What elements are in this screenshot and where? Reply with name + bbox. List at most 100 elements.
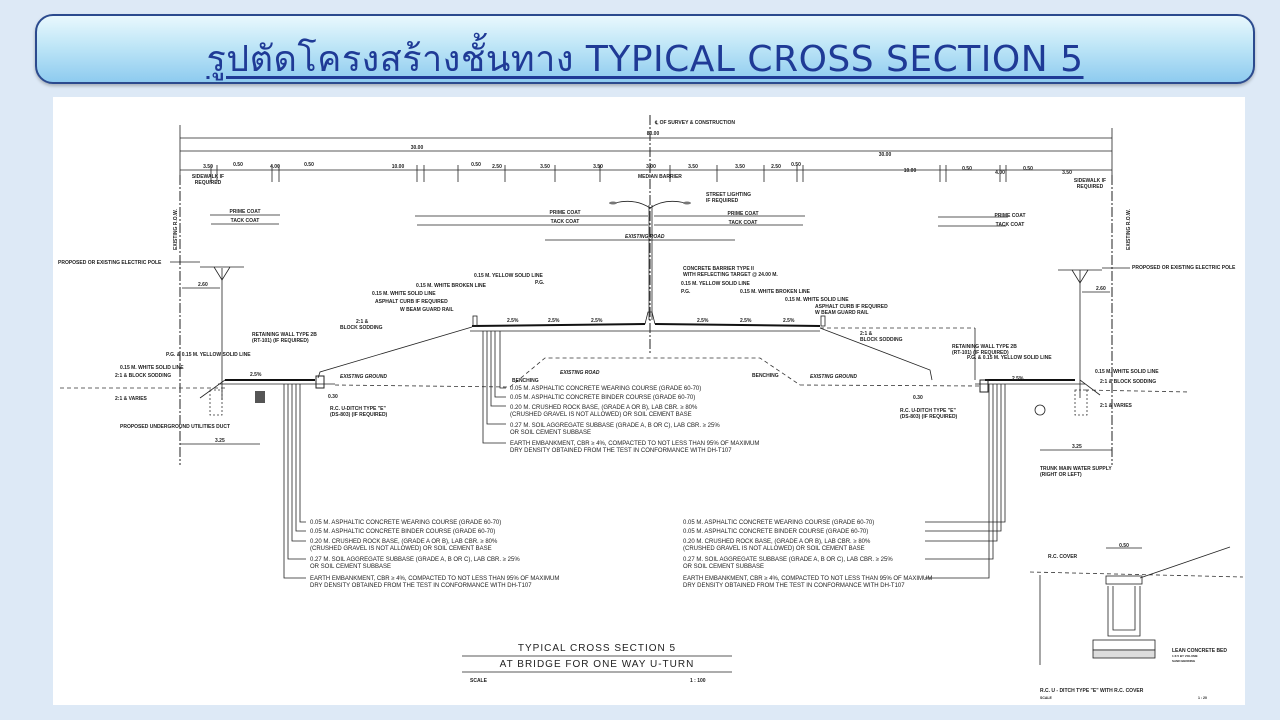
detail-scale-value: 1 : 20 [1198, 696, 1207, 700]
block-sodding-label: BLOCK SODDING [860, 337, 903, 343]
layer-label: DRY DENSITY OBTAINED FROM THE TEST IN CO… [510, 448, 732, 454]
white-solid-label: 0.15 M. WHITE SOLID LINE [120, 365, 184, 371]
layer-list-center: 0.05 M. ASPHALTIC CONCRETE WEARING COURS… [510, 386, 759, 454]
white-broken-label: 0.15 M. WHITE BROKEN LINE [416, 283, 487, 289]
tack-coat-label: TACK COAT [729, 220, 758, 226]
pg-yellow-label: P.G. & 0.15 M. YELLOW SOLID LINE [967, 355, 1052, 361]
segment-label: 3.50 [735, 164, 745, 170]
lean-concrete-label: LEAN CONCRETE BED [1172, 648, 1227, 654]
drawing-title-line1: TYPICAL CROSS SECTION 5 [518, 643, 676, 654]
street-lighting-label: STREET LIGHTING [706, 192, 751, 198]
pg-label: P.G. [535, 280, 545, 286]
asphalt-curb-label: ASPHALT CURB IF REQUIRED [815, 304, 888, 310]
layer-leaders [283, 331, 1006, 579]
layer-label: DRY DENSITY OBTAINED FROM THE TEST IN CO… [683, 583, 905, 589]
existing-road-label: EXISTING ROAD [625, 234, 665, 240]
detail-title: R.C. U - DITCH TYPE "E" WITH R.C. COVER [1040, 688, 1144, 694]
segment-label: 3.50 [688, 164, 698, 170]
layer-list-right: 0.05 M. ASPHALTIC CONCRETE WEARING COURS… [683, 520, 932, 589]
ditch-depth-label: 0.30 [913, 395, 923, 401]
layer-label: OR SOIL CEMENT SUBBASE [683, 564, 764, 570]
drawing-sheet [53, 97, 1245, 705]
layer-label: OR SOIL CEMENT SUBBASE [310, 564, 391, 570]
layer-label: 0.27 M. SOIL AGGREGATE SUBBASE (GRADE A,… [683, 557, 893, 563]
slope-label: 2.5% [740, 318, 752, 324]
electric-pole-label: PROPOSED OR EXISTING ELECTRIC POLE [58, 260, 162, 266]
layer-list-left: 0.05 M. ASPHALTIC CONCRETE WEARING COURS… [310, 520, 559, 589]
benching-label: BENCHING [752, 373, 779, 379]
slope-label: 2.5% [548, 318, 560, 324]
segment-label: 3.50 [540, 164, 550, 170]
layer-label: 0.05 M. ASPHALTIC CONCRETE BINDER COURSE… [683, 529, 868, 535]
offset-label: 3.25 [215, 438, 225, 444]
layer-label: (CRUSHED GRAVEL IS NOT ALLOWED) OR SOIL … [510, 412, 692, 418]
block-sodding-label: 2:1 & [356, 319, 369, 325]
layer-label: EARTH EMBANKMENT, CBR ≥ 4%, COMPACTED TO… [310, 576, 559, 582]
pg-yellow-label: P.G. & 0.15 M. YELLOW SOLID LINE [166, 352, 251, 358]
ditch-label: (DS-803) (IF REQUIRED) [900, 414, 958, 420]
water-supply-label: TRUNK MAIN WATER SUPPLY [1040, 466, 1112, 472]
layer-label: EARTH EMBANKMENT, CBR ≥ 4%, COMPACTED TO… [683, 576, 932, 582]
segment-label: 0.50 [233, 162, 243, 168]
tack-coat-label: TACK COAT [551, 219, 580, 225]
pole-offset-label: 2.60 [1096, 286, 1106, 292]
slide-title: รูปตัดโครงสร้างชั้นทาง TYPICAL CROSS SEC… [206, 39, 1084, 80]
retaining-wall-label: RETAINING WALL TYPE 2B [252, 332, 317, 338]
block-sodding-label: 2:1 & [860, 331, 873, 337]
segment-labels: 3.50 0.50 4.00 0.50 10.00 0.50 2.50 3.50… [203, 162, 1072, 176]
segment-label: 3.50 [593, 164, 603, 170]
segment-label: 0.50 [791, 162, 801, 168]
offset-label: 3.25 [1072, 444, 1082, 450]
yellow-solid-label: 0.15 M. YELLOW SOLID LINE [681, 281, 750, 287]
yellow-solid-label: 0.15 M. YELLOW SOLID LINE [474, 273, 543, 279]
existing-row-label: EXISTING R.O.W. [1126, 209, 1132, 250]
prime-coat-label: PRIME COAT [994, 213, 1025, 219]
white-solid-label: 0.15 M. WHITE SOLID LINE [372, 291, 436, 297]
concrete-barrier-label: WITH REFLECTING TARGET @ 24.00 M. [683, 272, 778, 278]
electric-pole-label: PROPOSED OR EXISTING ELECTRIC POLE [1132, 265, 1236, 271]
half-width-left: 30.00 [411, 145, 424, 151]
slope-label: 2.5% [783, 318, 795, 324]
layer-label: 0.20 M. CRUSHED ROCK BASE, (GRADE A OR B… [510, 405, 698, 411]
electric-pole-icon [200, 266, 244, 400]
sidewalk-label: REQUIRED [195, 180, 222, 186]
white-broken-label: 0.15 M. WHITE BROKEN LINE [740, 289, 811, 295]
layer-label: EARTH EMBANKMENT, CBR ≥ 4%, COMPACTED TO… [510, 441, 759, 447]
varies-label: 2:1 & VARIES [1100, 403, 1133, 409]
slope-label: 2.5% [250, 372, 262, 378]
slope-label: 2.5% [591, 318, 603, 324]
guard-rail-label: W BEAM GUARD RAIL [815, 310, 869, 316]
block-sodding-label: 2:1 & BLOCK SODDING [115, 373, 171, 379]
street-light-icon [609, 200, 691, 320]
asphalt-curb-label: ASPHALT CURB IF REQUIRED [375, 299, 448, 305]
white-solid-label: 0.15 M. WHITE SOLID LINE [1095, 369, 1159, 375]
layer-label: (CRUSHED GRAVEL IS NOT ALLOWED) OR SOIL … [310, 546, 492, 552]
drawing-title-line2: AT BRIDGE FOR ONE WAY U-TURN [500, 659, 695, 670]
pg-label: P.G. [681, 289, 691, 295]
ditch-label: (DS-803) (IF REQUIRED) [330, 412, 388, 418]
sidewalk-label: SIDEWALK IF [1074, 178, 1106, 184]
block-sodding-label: 2:1 & BLOCK SODDING [1100, 379, 1156, 385]
layer-label: 0.20 M. CRUSHED ROCK BASE, (GRADE A OR B… [310, 539, 498, 545]
centerline-label: ℄ OF SURVEY & CONSTRUCTION [654, 119, 735, 126]
segment-label: 10.00 [392, 164, 405, 170]
existing-row-label: EXISTING R.O.W. [173, 209, 179, 250]
segment-label: 2.50 [771, 164, 781, 170]
segment-label: 3.50 [1062, 170, 1072, 176]
slide-title-banner: รูปตัดโครงสร้างชั้นทาง TYPICAL CROSS SEC… [35, 14, 1255, 84]
layer-label: 0.05 M. ASPHALTIC CONCRETE WEARING COURS… [683, 520, 874, 526]
varies-label: 2:1 & VARIES [115, 396, 148, 402]
half-width-right: 30.00 [879, 152, 892, 158]
layer-label: 0.05 M. ASPHALTIC CONCRETE WEARING COURS… [510, 386, 701, 392]
segment-label: 4.00 [270, 164, 280, 170]
segment-label: 2.50 [492, 164, 502, 170]
rc-cover-label: R.C. COVER [1048, 554, 1078, 560]
benching-label: BENCHING [512, 378, 539, 384]
sidewalk-label: SIDEWALK IF [192, 174, 224, 180]
scale-label: SCALE [470, 678, 488, 684]
segment-label: 0.50 [471, 162, 481, 168]
prime-coat-label: PRIME COAT [549, 210, 580, 216]
prime-coat-label: PRIME COAT [229, 209, 260, 215]
segment-label: 0.50 [1023, 166, 1033, 172]
